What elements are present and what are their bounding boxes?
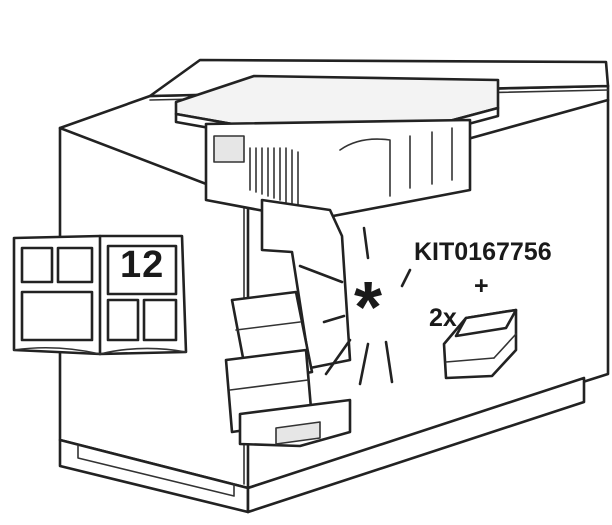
extractor-housing <box>204 118 472 222</box>
duct-collar <box>339 138 391 197</box>
adapter-opening <box>454 308 518 338</box>
manual-icon <box>12 234 188 356</box>
asterisk-marker: * <box>354 268 383 348</box>
extractor-unit <box>204 118 472 222</box>
duct-riser <box>260 198 352 370</box>
booklet-panel-1 <box>20 246 54 284</box>
kit-part-number: KIT0167756 <box>414 238 552 266</box>
booklet-panel-2 <box>56 246 94 284</box>
booklet-panel-3 <box>20 290 94 342</box>
booklet-panel-page <box>106 244 178 296</box>
control-box <box>213 135 245 163</box>
kit-quantity: 2x <box>429 304 457 332</box>
seal-highlight-rays <box>298 226 412 386</box>
duct-channel <box>224 198 352 448</box>
manual-page-number: 12 <box>120 244 165 286</box>
kit-plus-sign: + <box>474 272 489 300</box>
duct-outlet-mouth <box>275 421 321 445</box>
plinth-side <box>246 376 586 514</box>
plinth-recess <box>77 445 235 497</box>
kit-duct-adapter <box>442 308 518 380</box>
duct-outlet <box>238 398 352 448</box>
booklet-panel-5 <box>142 298 178 342</box>
booklet-panel-4 <box>106 298 140 342</box>
fan-grille <box>249 147 299 207</box>
